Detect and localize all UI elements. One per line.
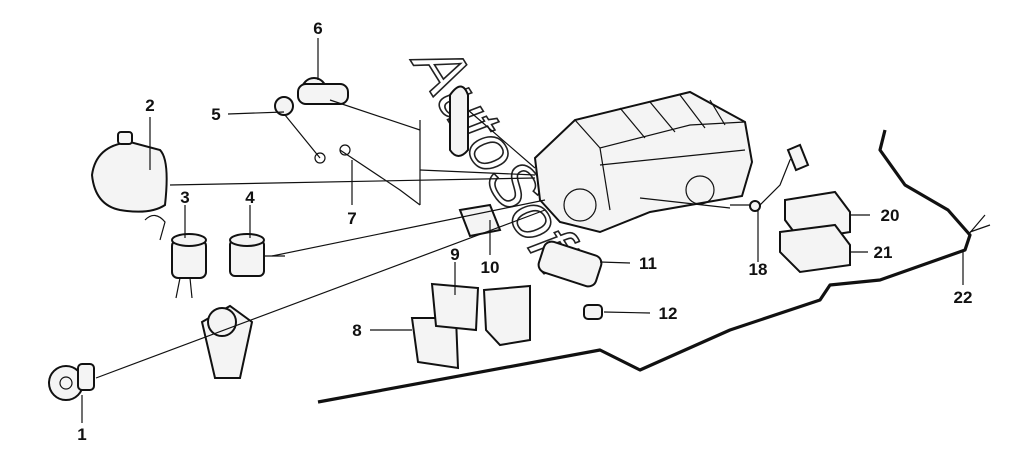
callout-20: 20 — [881, 206, 900, 225]
bracket-plate — [482, 284, 531, 347]
callout-labels: 1 2 3 4 5 6 7 8 9 10 11 12 18 20 21 22 — [77, 19, 972, 444]
callout-4: 4 — [245, 188, 255, 207]
motor-assembly — [200, 304, 254, 379]
headlamp-lens — [449, 85, 469, 157]
callout-8: 8 — [352, 321, 361, 340]
callout-1: 1 — [77, 425, 86, 444]
callout-12: 12 — [659, 304, 678, 323]
callout-11: 11 — [639, 254, 657, 273]
part-12-connector — [583, 304, 603, 320]
part-18-cable — [730, 143, 810, 212]
part-21-box — [779, 223, 851, 274]
callout-3: 3 — [180, 188, 189, 207]
part-1-hub — [48, 363, 95, 401]
harness-branch-end — [967, 214, 991, 236]
callout-18: 18 — [749, 260, 768, 279]
part-6-wiper-motor — [274, 77, 349, 116]
part-7-linkage — [284, 99, 421, 206]
part-4-sensor — [229, 233, 285, 277]
part-3-switch — [144, 214, 207, 299]
callout-5: 5 — [211, 105, 220, 124]
callout-6: 6 — [313, 19, 322, 38]
callout-9: 9 — [450, 245, 459, 264]
wiring-harness — [317, 129, 972, 404]
callout-2: 2 — [145, 96, 154, 115]
leader-lines — [81, 38, 964, 423]
part-11-control-unit — [537, 240, 603, 288]
callout-7: 7 — [347, 209, 356, 228]
part-9-bracket — [430, 282, 480, 332]
callout-21: 21 — [874, 243, 893, 262]
callout-22: 22 — [954, 288, 973, 307]
part-2-reservoir — [90, 131, 168, 213]
van-body — [533, 90, 754, 234]
callout-10: 10 — [481, 258, 500, 277]
